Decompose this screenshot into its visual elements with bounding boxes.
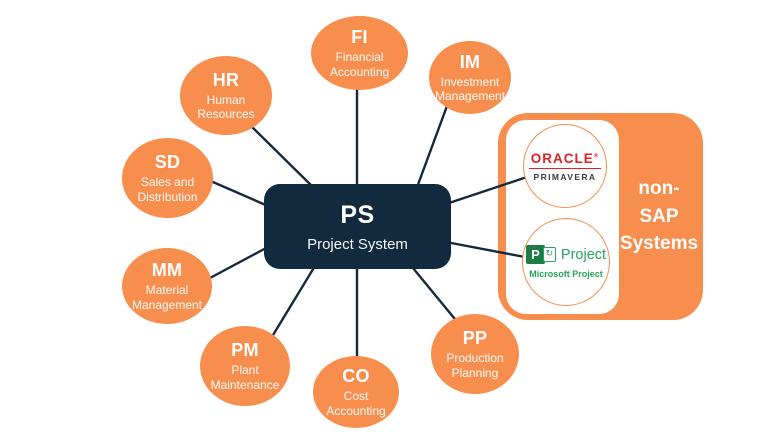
- ms-project-sync-icon: ↻: [542, 247, 556, 262]
- module-name-pm: Plant Maintenance: [210, 363, 280, 392]
- ms-project-node: P ↻ Project Microsoft Project: [522, 218, 610, 306]
- node-sd: SD Sales and Distribution: [122, 138, 213, 218]
- ms-project-logo: P ↻ Project: [525, 245, 607, 264]
- node-hr: HR Human Resources: [180, 56, 272, 135]
- connector-hr: [245, 120, 318, 192]
- node-im: IM Investment Management: [429, 41, 511, 114]
- module-name-co: Cost Accounting: [326, 389, 386, 418]
- connector-mm: [208, 245, 270, 280]
- connector-sd: [204, 177, 270, 208]
- node-mm: MM Material Management: [122, 248, 212, 324]
- node-pp: PP Production Planning: [431, 314, 519, 394]
- node-co: CO Cost Accounting: [313, 356, 399, 428]
- node-ps: PS Project System: [264, 184, 451, 269]
- module-code-fi: FI: [351, 27, 368, 48]
- module-name-sd: Sales and Distribution: [137, 175, 198, 204]
- module-code-pp: PP: [462, 328, 488, 349]
- ms-project-wordmark: Project: [560, 246, 607, 263]
- primavera-label: PRIMAVERA: [533, 171, 597, 182]
- module-code-mm: MM: [151, 260, 183, 281]
- module-code-hr: HR: [212, 69, 240, 90]
- connector-ms-project: [444, 240, 532, 260]
- module-code-sd: SD: [154, 152, 181, 173]
- module-name-fi: Financial Accounting: [329, 50, 390, 79]
- node-pm: PM Plant Maintenance: [200, 326, 290, 406]
- oracle-primavera-node: ORACLE® PRIMAVERA: [523, 124, 607, 208]
- connector-oracle-primavera: [444, 174, 532, 206]
- module-name-hr: Human Resources: [197, 92, 255, 121]
- ms-project-p-icon: P: [525, 245, 545, 264]
- module-code-im: IM: [459, 51, 481, 72]
- connector-pp: [406, 260, 461, 326]
- connector-im: [414, 104, 449, 192]
- module-name-mm: Material Management: [131, 283, 203, 312]
- ps-code: PS: [340, 200, 375, 229]
- module-name-pp: Production Planning: [446, 351, 504, 380]
- module-code-co: CO: [342, 366, 370, 387]
- microsoft-project-label: Microsoft Project: [529, 269, 603, 279]
- registered-mark: ®: [593, 153, 600, 159]
- module-name-im: Investment Management: [434, 74, 506, 103]
- oracle-logo: ORACLE®: [528, 150, 602, 169]
- ps-name: Project System: [307, 235, 408, 253]
- oracle-wordmark: ORACLE: [530, 150, 594, 166]
- node-fi: FI Financial Accounting: [311, 16, 408, 90]
- non-sap-label: non-SAP Systems: [619, 178, 699, 255]
- connector-pm: [268, 259, 320, 342]
- module-code-pm: PM: [231, 340, 259, 361]
